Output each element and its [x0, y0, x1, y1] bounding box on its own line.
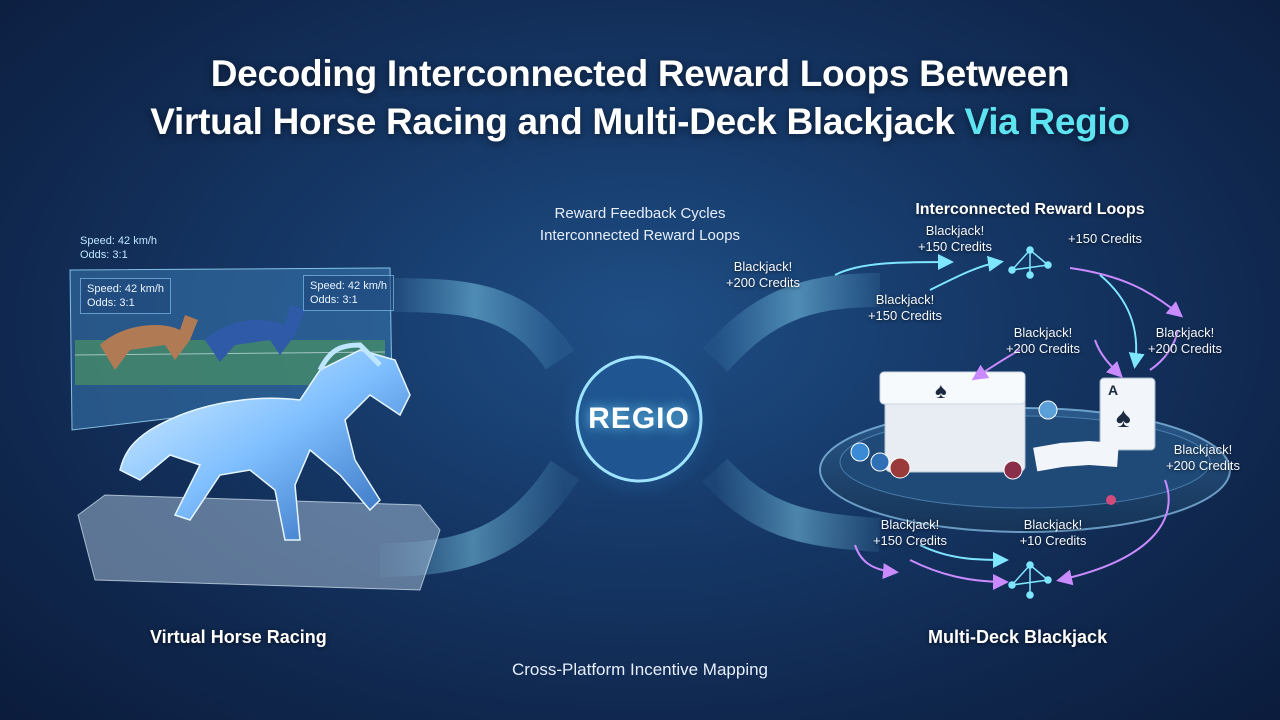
page-title: Decoding Interconnected Reward Loops Bet…	[0, 50, 1280, 146]
chip	[1106, 495, 1116, 505]
chip	[850, 442, 870, 462]
reward-label: +150 Credits	[1067, 231, 1143, 246]
horse-stats-panel-b: Speed: 42 km/h Odds: 3:1	[303, 275, 395, 311]
loops-heading: Interconnected Reward Loops	[915, 201, 1145, 218]
horse-hud: Speed: 42 km/h Odds: 3:1	[80, 234, 157, 262]
loop-arrow	[919, 544, 1009, 568]
reward-label: Blackjack!+200 Credits	[725, 259, 801, 290]
chip	[1038, 400, 1058, 420]
reward-label: Blackjack!+10 Credits	[1019, 517, 1087, 548]
reward-label: Blackjack!+200 Credits	[1165, 442, 1241, 473]
spade-icon: ♠	[1116, 402, 1131, 433]
loop-arrow	[1056, 479, 1170, 586]
stream-upper-left	[389, 278, 575, 370]
title-line-1: Decoding Interconnected Reward Loops Bet…	[210, 53, 1070, 94]
panel-b-odds: Odds: 3:1	[310, 294, 358, 306]
panel-b-speed: Speed: 42 km/h	[310, 280, 388, 292]
regio-hub-label: REGIO	[588, 402, 690, 435]
blackjack-label: Multi-Deck Blackjack	[928, 627, 1108, 647]
ace-rank-label: A	[1108, 382, 1119, 398]
stream-lower-right	[702, 458, 882, 552]
main-horse	[119, 349, 411, 541]
horse-platform	[77, 494, 441, 591]
panel-a-speed: Speed: 42 km/h	[87, 283, 165, 295]
spade-icon: ♠	[935, 378, 947, 403]
standing-ace-card	[1099, 377, 1156, 451]
horse-racing-label: Virtual Horse Racing	[150, 627, 327, 647]
reward-label: Blackjack!+150 Credits	[917, 223, 993, 254]
bottom-caption: Cross-Platform Incentive Mapping	[511, 660, 769, 679]
chip	[889, 457, 911, 479]
loop-arrow	[854, 544, 899, 580]
reward-label: Blackjack!+150 Credits	[867, 292, 943, 323]
horse-stats-panel-a: Speed: 42 km/h Odds: 3:1	[80, 278, 172, 314]
network-node-icon	[1008, 246, 1052, 279]
chip	[870, 452, 890, 472]
panel-a-odds: Odds: 3:1	[87, 297, 135, 309]
stream-upper-right	[702, 273, 881, 372]
chip	[1003, 460, 1023, 480]
loop-arrow	[834, 254, 954, 276]
loop-arrow	[1069, 267, 1184, 318]
reward-label: Blackjack!+200 Credits	[1005, 325, 1081, 356]
hud-odds: Odds: 3:1	[80, 249, 128, 261]
title-line-2: Virtual Horse Racing and Multi-Deck Blac…	[0, 98, 1280, 146]
caption-line-2: Interconnected Reward Loops	[539, 227, 741, 244]
reward-feedback-caption: Reward Feedback Cycles Interconnected Re…	[500, 203, 780, 247]
reward-label: Blackjack!+150 Credits	[872, 517, 948, 548]
loop-arrow	[929, 255, 1004, 291]
reward-label: Blackjack!+200 Credits	[1147, 325, 1223, 356]
title-line-2-accent: Via Regio	[964, 101, 1130, 142]
loop-arrow	[1094, 339, 1123, 378]
loop-arrow	[1099, 274, 1145, 369]
loop-arrow	[1149, 329, 1179, 371]
title-line-2-main: Virtual Horse Racing and Multi-Deck Blac…	[150, 101, 955, 142]
hud-speed: Speed: 42 km/h	[80, 235, 158, 247]
network-node-icon	[1008, 561, 1052, 599]
loop-arrow	[909, 559, 1009, 590]
regio-hub-ring	[575, 355, 703, 483]
loop-arrow	[971, 349, 1021, 381]
caption-line-1: Reward Feedback Cycles	[554, 205, 726, 222]
